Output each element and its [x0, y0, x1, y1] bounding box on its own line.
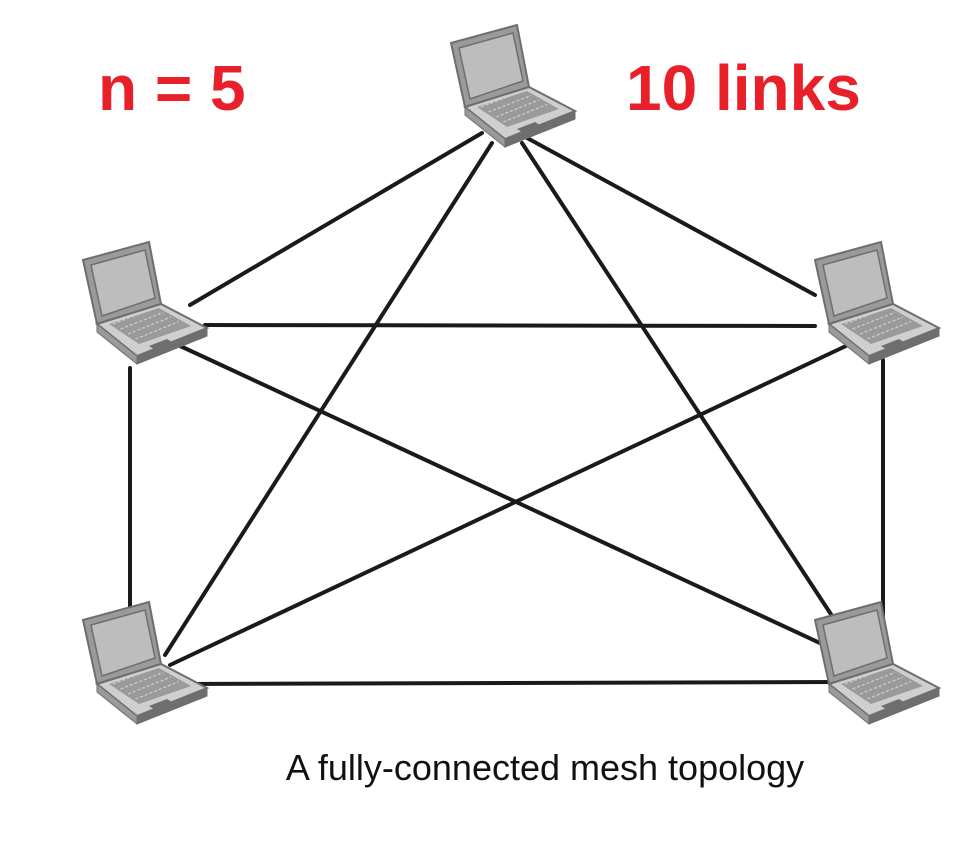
link-upper-right-lower-left	[168, 343, 850, 667]
link-top-lower-left	[163, 141, 494, 657]
link-upper-left-lower-right	[176, 343, 837, 652]
link-upper-left-upper-right	[203, 323, 817, 328]
node-count-label: n = 5	[98, 52, 246, 124]
laptop-icon	[449, 23, 578, 149]
link-top-upper-right	[516, 131, 817, 297]
link-lower-left-lower-right	[176, 680, 840, 686]
laptop-icon	[813, 240, 942, 366]
laptop-icon	[81, 600, 210, 726]
link-count-label: 10 links	[626, 52, 861, 124]
laptop-icon	[81, 240, 210, 366]
link-top-lower-right	[520, 141, 840, 627]
link-top-upper-left	[188, 131, 484, 307]
laptop-icon	[813, 600, 942, 726]
caption: A fully-connected mesh topology	[286, 747, 804, 788]
links-layer	[128, 131, 885, 686]
nodes-layer	[81, 23, 942, 726]
